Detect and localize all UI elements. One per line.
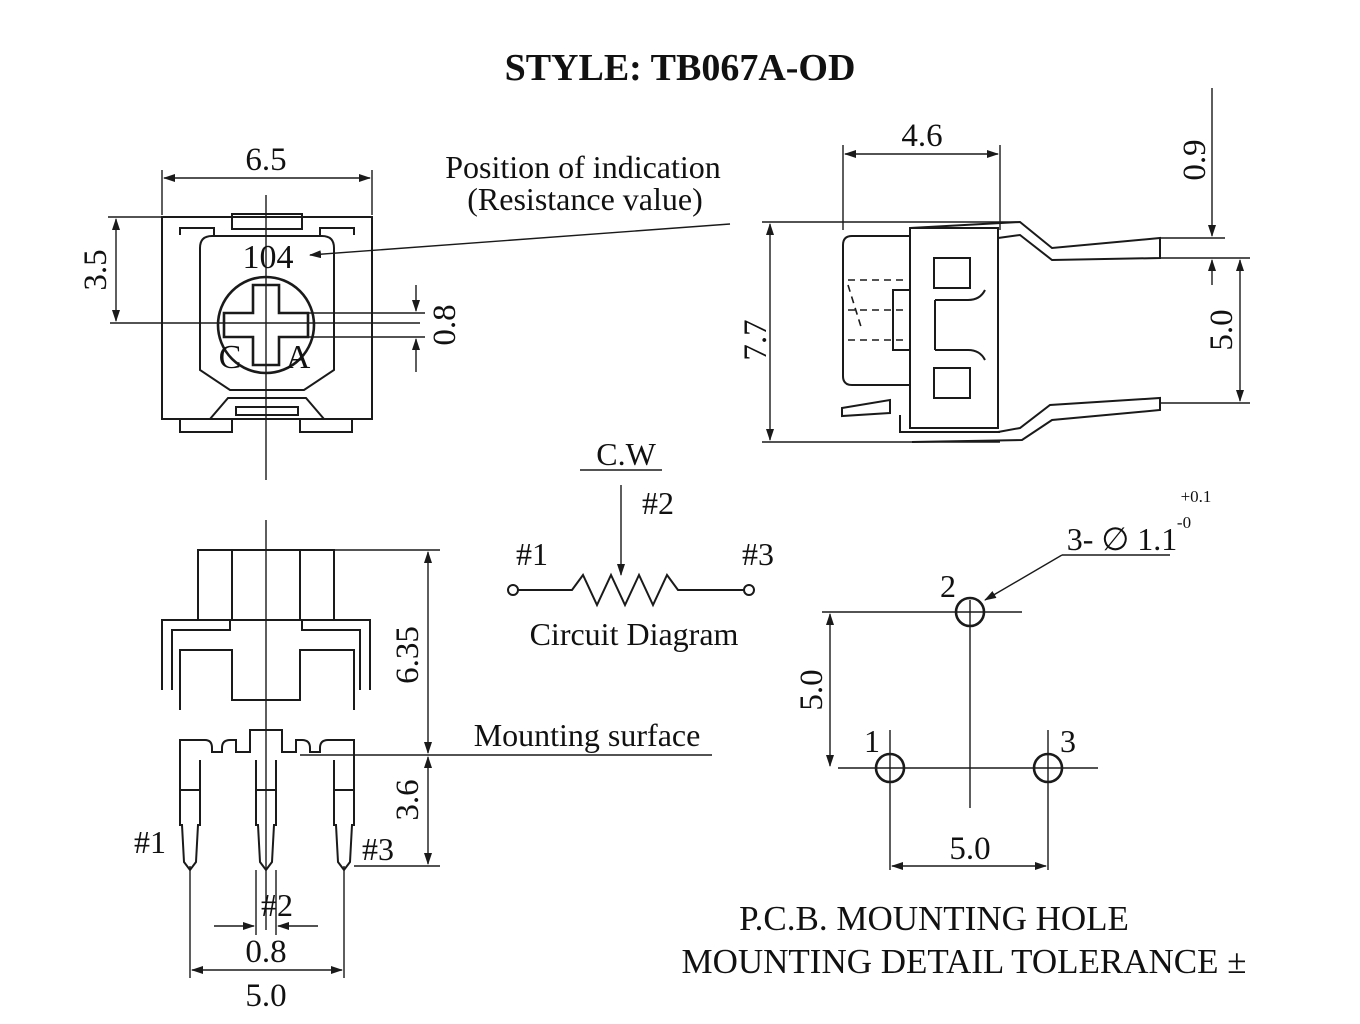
circuit-diagram: C.W #2 #1 #3 Circuit Diagram xyxy=(507,436,774,652)
side-width-dim: 4.6 xyxy=(901,118,942,154)
pin-view: Mounting surface 6.35 3.6 #1 #3 #2 0.8 5… xyxy=(134,520,712,1014)
pcb-hole-layout: 2 1 3 3- ∅ 1.1 +0.1 -0 5.0 5.0 P.C.B. MO… xyxy=(681,487,1246,981)
pcb-caption-1: P.C.B. MOUNTING HOLE xyxy=(739,899,1129,938)
mounting-surface-label: Mounting surface xyxy=(474,717,701,753)
label-a: A xyxy=(286,339,311,376)
hole3-label: 3 xyxy=(1060,723,1076,759)
pin-pitch-dim: 5.0 xyxy=(1204,309,1240,350)
terminal-1 xyxy=(507,584,519,596)
cw-label: C.W xyxy=(596,436,656,472)
hole-3 xyxy=(1032,752,1064,784)
hole-2 xyxy=(954,596,986,628)
label-c: C xyxy=(219,339,242,376)
pin3-label: #3 xyxy=(362,831,394,867)
height-upper-dim: 6.35 xyxy=(390,626,426,684)
circuit-caption: Circuit Diagram xyxy=(530,616,739,652)
front-width-dim: 6.5 xyxy=(245,142,286,178)
pin-span-dim: 5.0 xyxy=(245,978,286,1014)
pin1-label: #1 xyxy=(134,824,166,860)
hole2-label: 2 xyxy=(940,568,956,604)
pcb-caption-2: MOUNTING DETAIL TOLERANCE ± xyxy=(681,942,1246,981)
horizontal-pitch-dim: 5.0 xyxy=(949,831,990,867)
circuit-pin3: #3 xyxy=(742,536,774,572)
side-height-dim: 7.7 xyxy=(738,319,774,360)
page-title: STYLE: TB067A-OD xyxy=(505,47,856,89)
vertical-pitch-dim: 5.0 xyxy=(794,669,830,710)
hole-callout: 3- ∅ 1.1 xyxy=(1067,521,1178,557)
circuit-pin1: #1 xyxy=(516,536,548,572)
terminal-3 xyxy=(743,584,755,596)
tolerance-plus: +0.1 xyxy=(1181,487,1212,506)
resistance-marking: 104 xyxy=(243,239,294,276)
pin2-label: #2 xyxy=(261,887,293,923)
callout-position: Position of indication xyxy=(445,149,721,185)
height-lower-dim: 3.6 xyxy=(390,779,426,820)
front-view: 6.5 3.5 0.8 104 C A Position o xyxy=(78,142,731,480)
tolerance-minus: -0 xyxy=(1177,513,1191,532)
hole1-label: 1 xyxy=(864,723,880,759)
callout-resistance: (Resistance value) xyxy=(467,181,702,217)
pin-width-dim: 0.8 xyxy=(245,934,286,970)
top-offset-dim: 0.9 xyxy=(1177,139,1213,180)
circuit-pin2: #2 xyxy=(642,485,674,521)
front-height-dim: 3.5 xyxy=(78,249,114,290)
slot-width-dim: 0.8 xyxy=(427,304,463,345)
hole-1 xyxy=(874,752,906,784)
resistor-symbol xyxy=(518,572,744,608)
side-view: 4.6 7.7 0.9 5.0 xyxy=(738,88,1250,443)
